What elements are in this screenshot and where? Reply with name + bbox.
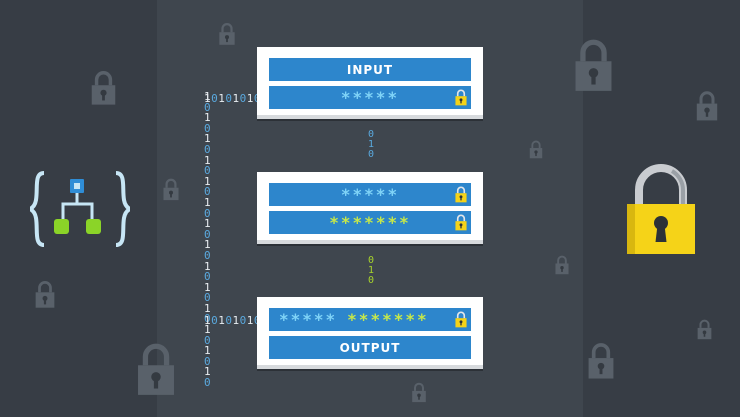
masked-value: ***** [340, 185, 400, 204]
padlock-icon [91, 71, 116, 105]
output-masked-field[interactable]: ***** ******* [269, 308, 471, 331]
padlock-icon [697, 319, 712, 340]
output-card: ***** ******* OUTPUT [257, 297, 483, 369]
masked-value: ***** [340, 88, 400, 107]
padlock-icon [529, 140, 543, 159]
masked-value-blue: ***** [279, 310, 338, 329]
output-label-bar: OUTPUT [269, 336, 471, 359]
binary-stream-between-top: 0 1 0 [367, 129, 375, 160]
lock-icon [455, 89, 467, 106]
processing-card: ***** ******* [257, 172, 483, 244]
padlock-icon [138, 343, 174, 395]
lock-icon [455, 214, 467, 231]
masked-value-green: ******* [347, 310, 429, 329]
padlock-icon [35, 281, 55, 308]
masked-field-green[interactable]: ******* [269, 211, 471, 234]
padlock-icon [627, 164, 695, 254]
padlock-icon [588, 343, 614, 379]
output-label: OUTPUT [339, 340, 401, 355]
masked-field-blue[interactable]: ***** [269, 183, 471, 206]
left-panel [0, 0, 157, 417]
lock-icon [455, 186, 467, 203]
binary-stream-between-bottom: 0 1 0 [367, 255, 375, 286]
binary-stream-vertical: 1 0 1 0 1 0 1 0 1 0 1 0 1 0 1 0 1 0 1 0 … [204, 90, 211, 390]
input-card: INPUT ***** [257, 47, 483, 119]
input-masked-field[interactable]: ***** [269, 86, 471, 109]
padlock-icon [163, 178, 179, 201]
padlock-icon [219, 22, 235, 45]
input-label: INPUT [346, 62, 394, 77]
lock-icon [455, 311, 467, 328]
logic-app-workflow-icon [30, 171, 130, 247]
masked-value: ******* [329, 213, 411, 232]
padlock-icon [555, 255, 569, 275]
padlock-icon [412, 382, 426, 403]
input-label-bar: INPUT [269, 58, 471, 81]
padlock-icon [696, 91, 718, 121]
padlock-icon [575, 39, 612, 91]
